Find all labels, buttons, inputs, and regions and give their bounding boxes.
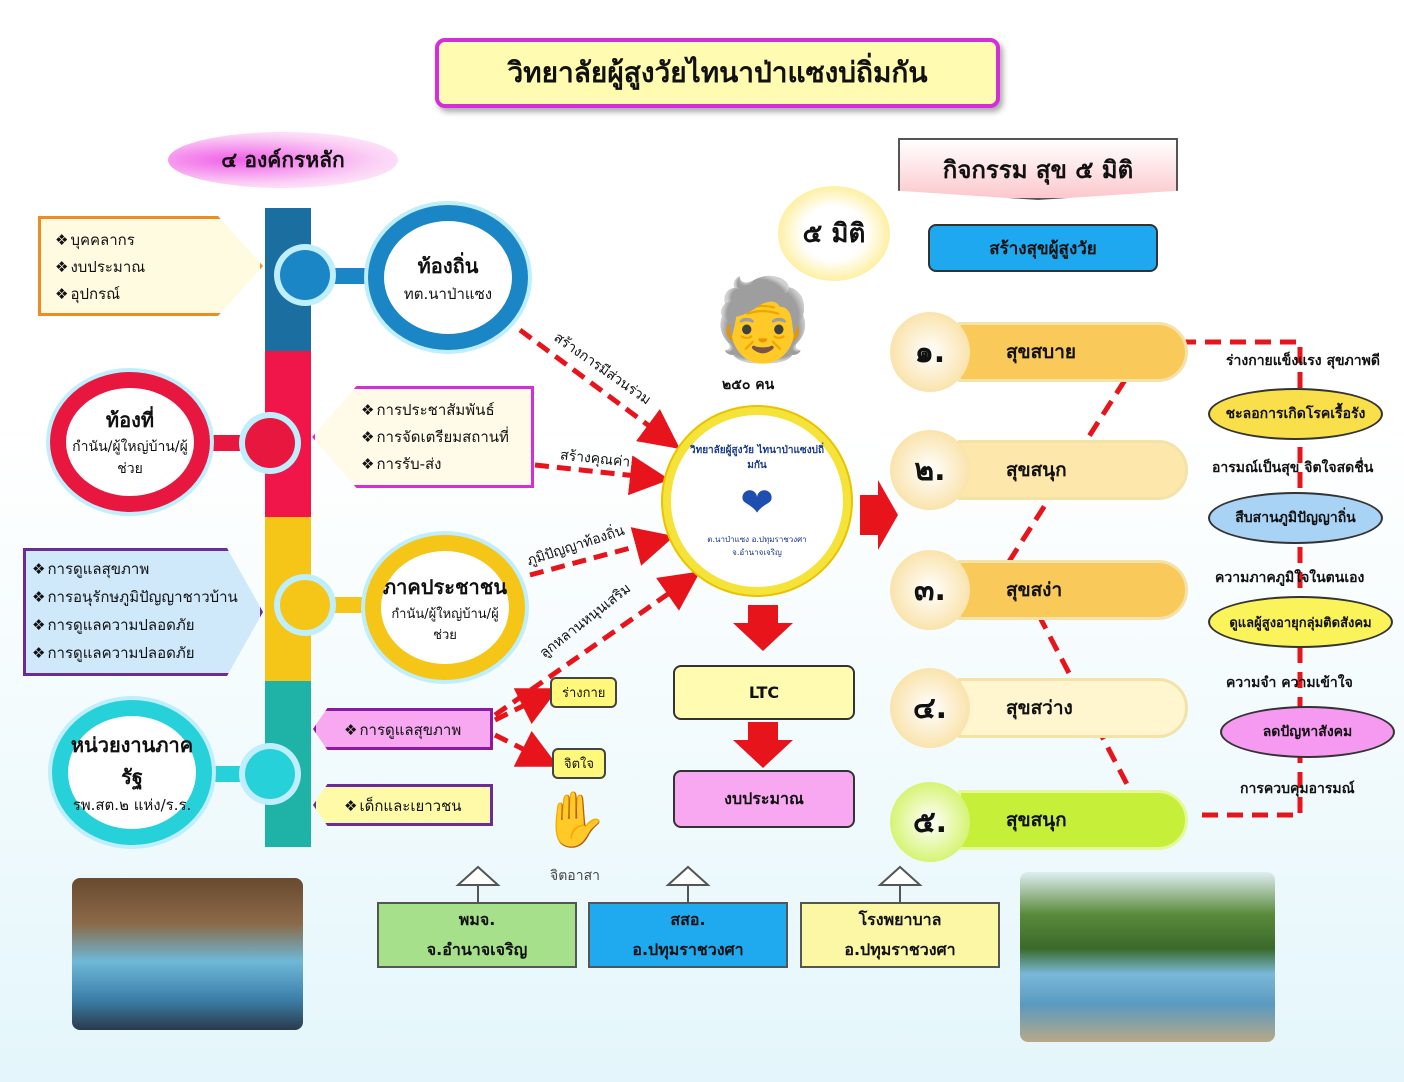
dimension-number: ๓. [890,550,970,630]
dimension-label: สุขสว่าง [1006,697,1073,719]
list-item: การดูแลความปลอดภัย [32,639,254,667]
org-public: ภาคประชาชนกำนัน/ผู้ใหญ่บ้าน/ผู้ช่วย [365,535,525,680]
org-title: หน่วยงานภาครัฐ [70,732,194,789]
dimension-4: สุขสว่าง [958,678,1188,738]
org-sub: กำนัน/ผู้ใหญ่บ้าน/ผู้ช่วย [391,606,499,643]
list-item: เด็กและเยาวชน [344,793,490,819]
list-item: การดูแลความปลอดภัย [32,611,254,639]
up-arrow-icon [665,865,711,903]
outcome-ellipse: ดูแลผู้สูงอายุกลุ่มติดสังคม [1208,596,1393,648]
node-dot [245,749,295,799]
partner-location: จ.อำนาจเจริญ [426,940,528,959]
dimension-number: ๒. [890,430,970,510]
college-logo: วิทยาลัยผู้สูงวัย ไทนาป่าแซงบ่ถิ่มกัน ❤ … [663,407,851,595]
list-item: บุคคลากร [55,227,246,254]
partner-location: อ.ปทุมราชวงศา [632,940,744,959]
volunteer-label: จิตอาสา [550,868,600,884]
node-dot [280,580,330,630]
partner-name: โรงพยาบาล [858,910,942,929]
up-arrow-icon [455,865,501,903]
down-arrow-icon [733,605,793,651]
list-item: การรับ-ส่ง [361,451,517,478]
logo-text-top: วิทยาลัยผู้สูงวัย ไทนาป่าแซงบ่ถิ่มกัน [689,445,825,471]
down-arrow-icon [733,722,793,768]
outcome-text: การควบคุมอารมณ์ [1240,781,1355,797]
dimension-number: ๕. [890,782,970,862]
dimension-2: สุขสนุก [958,440,1188,500]
budget-box: งบประมาณ [673,770,855,828]
list-item: การดูแลสุขภาพ [32,555,254,583]
right-arrow-icon [860,480,898,550]
arrow-participation [518,327,681,449]
arrow-descendants [493,571,701,718]
org-sub: รพ.สต.๒ แห่ง/ร.ร. [72,795,192,814]
care-box: การดูแลสุขภาพการอนุรักษภูมิปัญญาชาวบ้านก… [23,548,263,676]
activities-header: กิจกรรม สุข ๕ มิติ [898,138,1178,200]
org-title: ภาคประชาชน [382,574,508,599]
pr-box: การประชาสัมพันธ์การจัดเตรียมสถานที่การรั… [312,386,534,488]
org-title: ท้องถิ่น [417,253,479,278]
arrow-body [493,688,559,725]
partner-name: พมจ. [458,910,496,929]
tag-body: ร่างกาย [550,677,618,708]
dimension-3: สุขสง่า [958,560,1188,620]
resources-box: บุคคลากรงบประมาณอุปกรณ์ [38,216,263,316]
node-dot [245,418,295,468]
outcome-text: อารมณ์เป็นสุข จิตใจสดชื่น [1212,460,1374,476]
tag-mind: จิตใจ [552,748,607,779]
partner-location: อ.ปทุมราชวงศา [844,940,956,959]
org-sub: กำนัน/ผู้ใหญ่บ้าน/ผู้ช่วย [72,439,188,477]
photo-elderly-exercise [1020,872,1275,1042]
youth-box: เด็กและเยาวชน [313,784,493,826]
photo-elderly-seated [72,878,303,1030]
health-care-box: การดูแลสุขภาพ [313,708,493,750]
dimension-number: ๑. [890,312,970,392]
list-item: การประชาสัมพันธ์ [361,397,517,424]
dimension-number: ๔. [890,668,970,748]
core-orgs-label: ๔ องค์กรหลัก [168,132,398,188]
outcome-ellipse: สืบสานภูมิปัญญาถิ่น [1208,492,1383,544]
arrow-value [534,455,670,496]
outcome-text: ความภาคภูมิใจในตนเอง [1215,570,1365,586]
list-item: การอนุรักษภูมิปัญญาชาวบ้าน [32,583,254,611]
ltc-box: LTC [673,665,855,720]
partner-box: พมจ. จ.อำนาจเจริญ [377,902,577,968]
org-title: ท้องที่ [105,408,155,432]
page-title: วิทยาลัยผู้สูงวัยไทนาป่าแซงบ่ถิ่มกัน [435,38,1000,108]
logo-text-bottom: ต.นาป่าแซง อ.ปทุมราชวงศา จ.อำนาจเจริญ [707,535,807,557]
org-sub: ทต.นาป่าแซง [403,284,493,303]
org-area: ท้องที่กำนัน/ผู้ใหญ่บ้าน/ผู้ช่วย [50,372,210,512]
list-item: การจัดเตรียมสถานที่ [361,424,517,451]
outcome-ellipse: ลดปัญหาสังคม [1220,706,1395,758]
outcome-text: ร่างกายแข็งแรง สุขภาพดี [1226,353,1380,369]
dimension-5: สุขสนุก [958,790,1188,850]
list-item: อุปกรณ์ [55,281,246,308]
volunteer-hands-icon: ✋ จิตอาสา [525,775,625,885]
node-dot [280,250,330,300]
outcome-ellipse: ชะลอการเกิดโรคเรื้อรัง [1208,388,1383,440]
outcome-text: ความจำ ความเข้าใจ [1226,675,1353,691]
heart-hands-icon: ❤ [740,480,774,526]
up-arrows [455,865,923,903]
member-count: ๒๕๐ คน [722,377,775,393]
five-dimensions-badge: ๕ มิติ [778,186,890,281]
dimension-1: สุขสบาย [958,322,1188,382]
dimension-label: สุขสง่า [1006,579,1063,601]
partner-box: โรงพยาบาลอ.ปทุมราชวงศา [800,902,1000,968]
list-item: การดูแลสุขภาพ [344,717,490,743]
partner-name: สสอ. [670,910,706,929]
list-item: งบประมาณ [55,254,246,281]
dimension-label: สุขสบาย [1006,341,1077,363]
dimension-label: สุขสนุก [1006,459,1067,481]
dimension-label: สุขสนุก [1006,809,1067,831]
up-arrow-icon [877,865,923,903]
build-happiness-box: สร้างสุขผู้สูงวัย [928,224,1158,272]
partner-box: สสอ. อ.ปทุมราชวงศา [588,902,788,968]
elderly-couple-icon: 🧓 [713,273,813,366]
arrow-wisdom [529,527,675,578]
arrow-mind [493,730,559,767]
